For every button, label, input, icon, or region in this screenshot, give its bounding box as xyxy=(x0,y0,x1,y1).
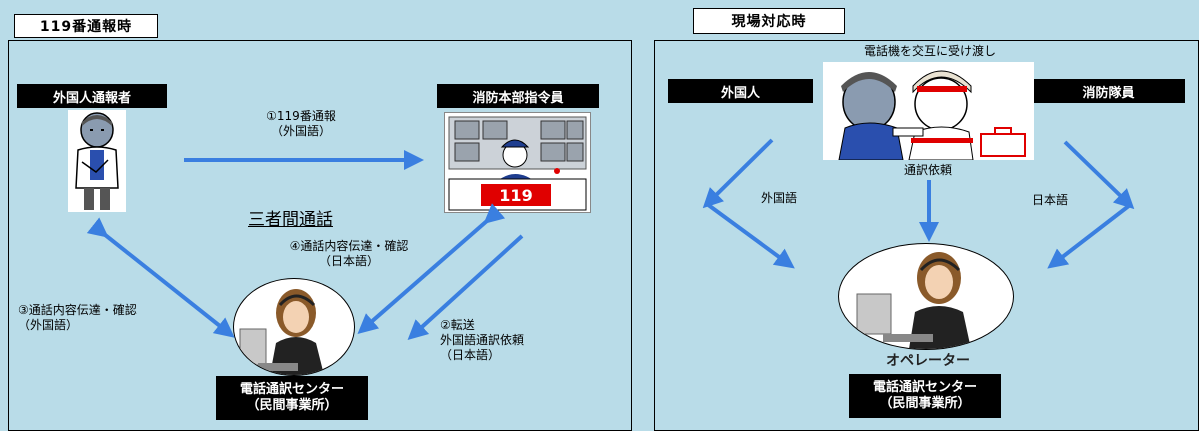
dispatcher-label: 消防本部指令員 xyxy=(437,84,599,108)
interpretation-center-label-right: 電話通訳センター （民間事業所） xyxy=(849,374,1001,418)
arrow-step3 xyxy=(86,217,235,338)
reporter-label: 外国人通報者 xyxy=(17,84,167,108)
interpretation-request-label: 通訳依頼 xyxy=(903,163,952,177)
operator-caption: オペレーター xyxy=(886,353,970,369)
arrow-step2 xyxy=(407,234,524,341)
foreign-language-label: 外国語 xyxy=(761,191,798,205)
interpretation-center-label-left: 電話通訳センター （民間事業所） xyxy=(216,376,368,420)
arrow-step4 xyxy=(357,203,506,334)
three-party-call-label: 三者間通話 xyxy=(248,210,333,230)
arrow-foreign-language-down xyxy=(705,202,795,269)
right-panel-title: 現場対応時 xyxy=(693,8,845,34)
operator-illustration-left xyxy=(233,278,355,376)
left-panel-title: 119番通報時 xyxy=(14,14,158,38)
arrow-foreign-language xyxy=(702,138,774,209)
arrow-japanese-down xyxy=(1047,203,1132,269)
dispatcher-illustration: 119 xyxy=(444,112,591,213)
step-1-label: ①119番通報 （外国語） xyxy=(266,109,336,138)
handover-label: 電話機を交互に受け渡し xyxy=(863,44,996,58)
monitor-119-text: 119 xyxy=(499,186,532,205)
phone-handover-illustration xyxy=(823,62,1034,161)
japanese-language-label: 日本語 xyxy=(1032,193,1069,207)
foreigner-label: 外国人 xyxy=(668,79,813,103)
arrow-japanese xyxy=(1063,140,1135,210)
firefighter-label: 消防隊員 xyxy=(1032,79,1185,103)
foreign-reporter-illustration xyxy=(68,110,126,212)
operator-illustration-right xyxy=(838,243,1014,350)
